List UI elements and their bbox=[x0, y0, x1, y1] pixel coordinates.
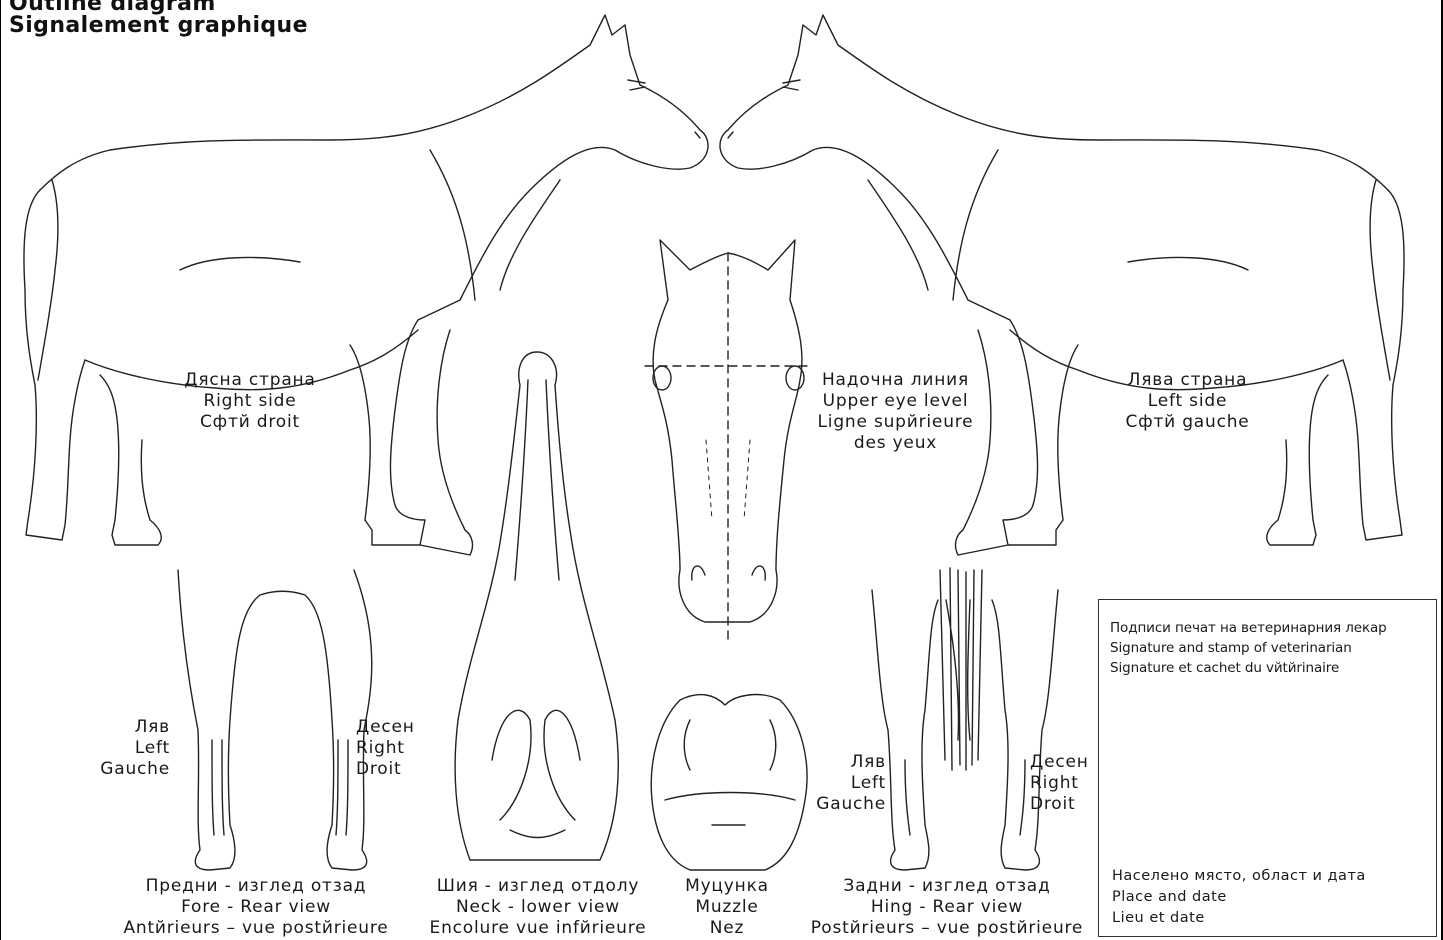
neck-caption-en: Neck - lower view bbox=[414, 897, 662, 918]
fore-left-en: Left bbox=[80, 738, 170, 759]
fore-right-fr: Droit bbox=[356, 759, 436, 780]
signature-label-bg: Подписи печат на ветеринарния лекар bbox=[1110, 618, 1387, 638]
right-side-label-bg: Дясна страна bbox=[170, 370, 330, 391]
hind-caption-en: Hing - Rear view bbox=[797, 897, 1097, 918]
upper-eye-label-fr-2: des yeux bbox=[808, 433, 983, 454]
right-side-label-en: Right side bbox=[170, 391, 330, 412]
fore-left-fr: Gauche bbox=[80, 759, 170, 780]
hind-caption-fr: Postйrieurs – vue postйrieure bbox=[797, 918, 1097, 939]
horse-left-side-outline bbox=[720, 15, 1404, 555]
left-side-label-en: Left side bbox=[1110, 391, 1265, 412]
neck-caption-fr: Encolure vue infйrieure bbox=[414, 918, 662, 939]
horse-head-front-outline bbox=[645, 240, 810, 640]
left-side-label: Лява страна Left side Cфтй gauche bbox=[1110, 370, 1265, 433]
fore-right-bg: Десен bbox=[356, 717, 436, 738]
fore-caption-bg: Предни - изглед отзад bbox=[106, 876, 406, 897]
hind-left-fr: Gauche bbox=[796, 794, 886, 815]
signature-box[interactable]: Подписи печат на ветеринарния лекар Sign… bbox=[1098, 599, 1437, 937]
right-side-label-fr: Cфтй droit bbox=[170, 412, 330, 433]
fore-left-label: Ляв Left Gauche bbox=[80, 717, 170, 780]
fore-caption-en: Fore - Rear view bbox=[106, 897, 406, 918]
fore-left-bg: Ляв bbox=[80, 717, 170, 738]
place-label-fr: Lieu et date bbox=[1112, 908, 1366, 929]
place-label-bg: Населено място, област и дата bbox=[1112, 866, 1366, 887]
muzzle-caption-en: Muzzle bbox=[672, 897, 782, 918]
muzzle-caption-bg: Муцунка bbox=[672, 876, 782, 897]
upper-eye-label-fr: Ligne supйrieure bbox=[808, 412, 983, 433]
hind-caption-bg: Задни - изглед отзад bbox=[797, 876, 1097, 897]
horse-right-side-outline bbox=[24, 15, 708, 555]
place-label-en: Place and date bbox=[1112, 887, 1366, 908]
right-side-label: Дясна страна Right side Cфтй droit bbox=[170, 370, 330, 433]
horse-muzzle-outline bbox=[651, 695, 807, 870]
place-date-label: Населено място, област и дата Place and … bbox=[1112, 866, 1366, 929]
neck-caption: Шия - изглед отдолу Neck - lower view En… bbox=[414, 876, 662, 939]
signature-stamp-label: Подписи печат на ветеринарния лекар Sign… bbox=[1110, 618, 1387, 678]
hind-caption: Задни - изглед отзад Hing - Rear view Po… bbox=[797, 876, 1097, 939]
hind-left-en: Left bbox=[796, 773, 886, 794]
upper-eye-level-label: Надочна линия Upper eye level Ligne supй… bbox=[808, 370, 983, 454]
neck-caption-bg: Шия - изглед отдолу bbox=[414, 876, 662, 897]
fore-caption: Предни - изглед отзад Fore - Rear view A… bbox=[106, 876, 406, 939]
upper-eye-label-bg: Надочна линия bbox=[808, 370, 983, 391]
hind-left-bg: Ляв bbox=[796, 752, 886, 773]
left-side-label-fr: Cфтй gauche bbox=[1110, 412, 1265, 433]
hind-left-label: Ляв Left Gauche bbox=[796, 752, 886, 815]
fore-caption-fr: Antйrieurs – vue postйrieure bbox=[106, 918, 406, 939]
signature-label-en: Signature and stamp of veterinarian bbox=[1110, 638, 1387, 658]
horse-hindlegs-rear-outline bbox=[872, 568, 1058, 870]
horse-neck-lower-outline bbox=[455, 352, 618, 860]
muzzle-caption: Муцунка Muzzle Nez bbox=[672, 876, 782, 939]
left-side-label-bg: Лява страна bbox=[1110, 370, 1265, 391]
horse-forelegs-rear-outline bbox=[178, 570, 372, 870]
fore-right-label: Десен Right Droit bbox=[356, 717, 436, 780]
upper-eye-label-en: Upper eye level bbox=[808, 391, 983, 412]
signature-label-fr: Signature et cachet du vйtйrinaire bbox=[1110, 658, 1387, 678]
fore-right-en: Right bbox=[356, 738, 436, 759]
muzzle-caption-fr: Nez bbox=[672, 918, 782, 939]
